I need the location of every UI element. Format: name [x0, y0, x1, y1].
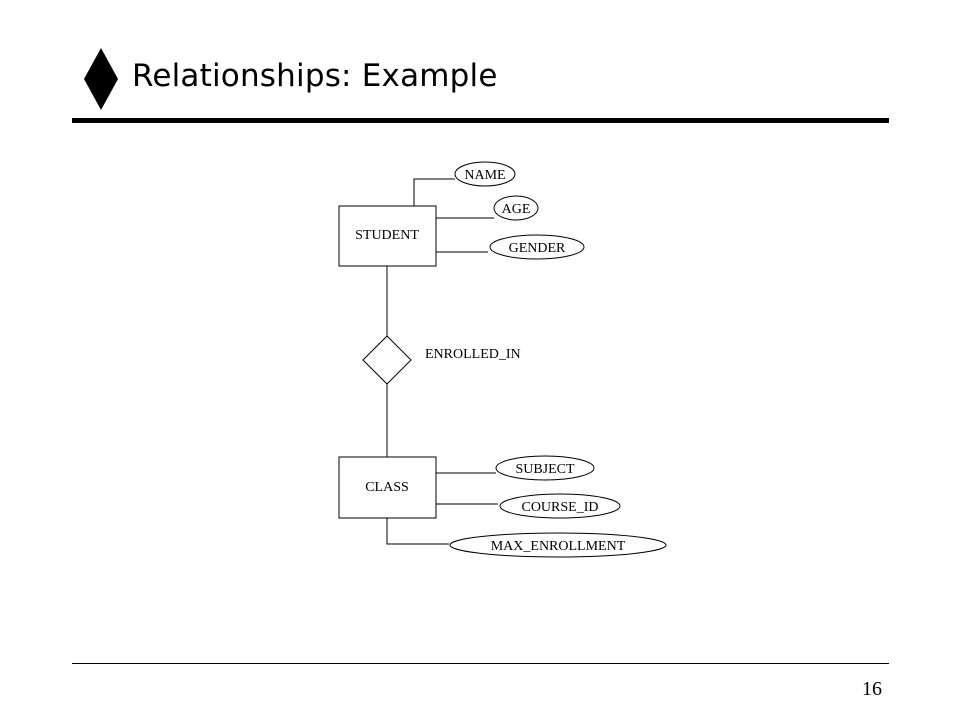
attribute-subject-label: SUBJECT [515, 462, 575, 477]
attribute-subject: SUBJECT [495, 455, 595, 481]
slide-title: Relationships: Example [132, 58, 498, 94]
attribute-course-id-label: COURSE_ID [521, 500, 598, 515]
attribute-age: AGE [493, 195, 539, 221]
entity-student-label: STUDENT [355, 228, 419, 243]
entity-class: CLASS [338, 456, 437, 519]
attribute-max-enrollment-label: MAX_ENROLLMENT [491, 539, 626, 554]
max-enrollment-connector [386, 518, 449, 545]
attribute-gender: GENDER [489, 234, 585, 260]
attribute-age-label: AGE [502, 202, 531, 217]
page-number: 16 [862, 678, 882, 700]
title-underline [72, 118, 889, 123]
attribute-name: NAME [454, 161, 516, 187]
entity-class-label: CLASS [365, 480, 409, 495]
connector-lines [386, 178, 498, 545]
name-connector [413, 178, 455, 206]
attribute-max-enrollment: MAX_ENROLLMENT [449, 532, 667, 558]
attribute-course-id: COURSE_ID [499, 493, 621, 519]
attribute-name-label: NAME [464, 168, 505, 183]
relationship-label: ENROLLED_IN [425, 347, 521, 362]
relationship-enrolled-in: ENROLLED_IN [362, 335, 521, 385]
entity-student: STUDENT [338, 205, 437, 267]
attribute-gender-label: GENDER [509, 241, 566, 256]
footer-rule [72, 663, 889, 664]
